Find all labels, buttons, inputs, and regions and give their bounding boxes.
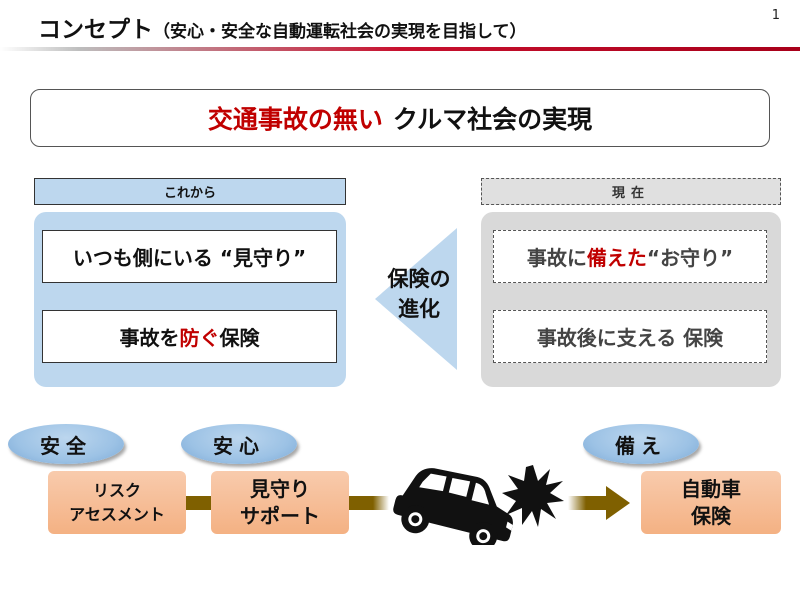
headline-black-text: クルマ社会の実現 (392, 105, 593, 134)
headline-red-text: 交通事故の無い (207, 105, 383, 134)
headline-box: 交通事故の無い クルマ社会の実現 (30, 89, 770, 147)
current-item-highlight: 備えた (586, 246, 647, 270)
current-item-charm: 事故に備えた “お守り” (493, 230, 767, 283)
current-label: 現在 (481, 178, 781, 205)
evolution-line1: 保険の (387, 267, 451, 291)
stage-line1: リスク (92, 480, 141, 500)
flow-connector (349, 496, 389, 510)
header-divider (0, 47, 800, 51)
future-item-watch: いつも側にいる “見守り” (42, 230, 337, 283)
evolution-label: 保険の 進化 (378, 264, 460, 324)
current-item-post: “お守り” (646, 246, 734, 270)
future-item-highlight: 防ぐ (179, 326, 220, 350)
future-item-prevent: 事故を防ぐ 保険 (42, 310, 337, 363)
future-item-pre: 事故を (119, 326, 180, 350)
stage-risk-assessment: リスク アセスメント (48, 471, 186, 534)
slide-title-main: コンセプト (38, 17, 153, 43)
slide-title: コンセプト（安心・安全な自動運転社会の実現を目指して） (38, 10, 527, 44)
future-label: これから (34, 178, 346, 205)
arrow-right-icon (606, 486, 630, 520)
flow-connector (186, 496, 211, 510)
future-item-post: 保険 (219, 326, 260, 350)
slide-subtitle: （安心・安全な自動運転社会の実現を目指して） (153, 22, 527, 42)
impact-burst-icon (502, 465, 564, 527)
future-item-text: いつも側にいる “見守り” (72, 246, 307, 270)
evolution-arrow-icon (375, 228, 457, 370)
current-item-text: 事故後に支える 保険 (536, 326, 724, 350)
oval-safety: 安全 (8, 424, 124, 464)
stage-watch-support: 見守り サポート (211, 471, 349, 534)
oval-peace-of-mind: 安心 (181, 424, 297, 464)
oval-preparation: 備え (583, 424, 699, 464)
stage-line1: 自動車 (681, 476, 741, 501)
car-crash-icon (393, 468, 513, 545)
evolution-line2: 進化 (398, 297, 440, 321)
current-item-pre: 事故に (526, 246, 587, 270)
stage-line1: 見守り (250, 476, 310, 501)
stage-line2: アセスメント (69, 504, 165, 524)
page-number: 1 (771, 8, 780, 23)
current-item-support: 事故後に支える 保険 (493, 310, 767, 363)
flow-connector (568, 496, 608, 510)
stage-auto-insurance: 自動車 保険 (641, 471, 781, 534)
stage-line2: 保険 (691, 503, 731, 528)
stage-line2: サポート (240, 503, 320, 528)
